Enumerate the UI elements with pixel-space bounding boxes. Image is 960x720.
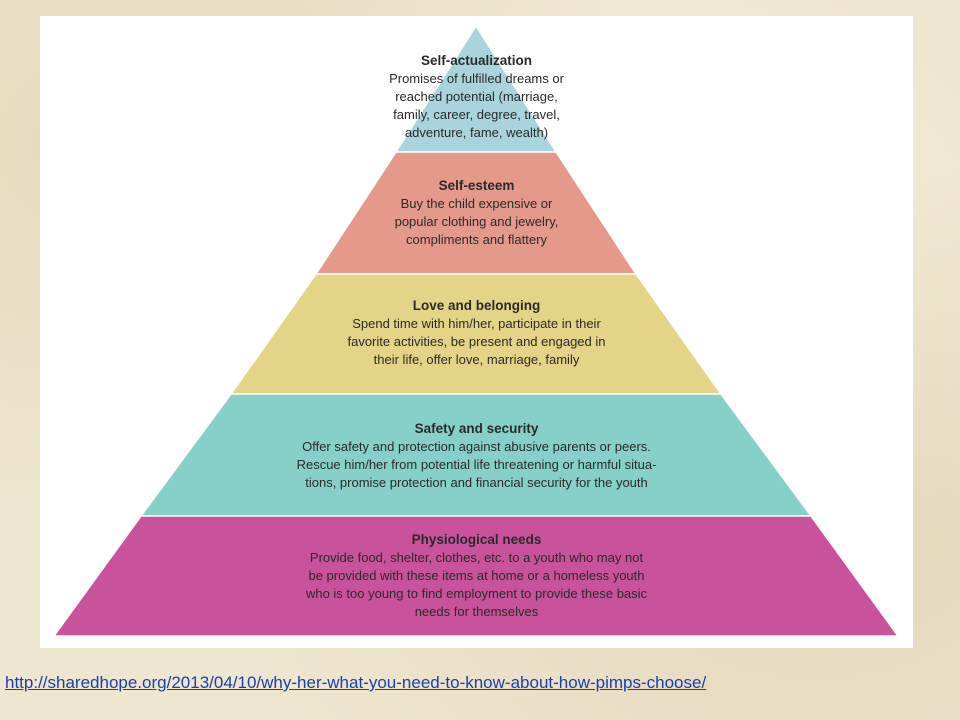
tier-title: Self-esteem bbox=[438, 178, 515, 193]
tier-safety-security-text: Safety and security Offer safety and pro… bbox=[40, 420, 913, 492]
tier-description: Provide food, shelter, clothes, etc. to … bbox=[305, 550, 648, 619]
tier-description: Promises of fulfilled dreams or reached … bbox=[389, 71, 564, 140]
pyramid-diagram bbox=[52, 24, 900, 637]
tier-description: Spend time with him/her, participate in … bbox=[347, 316, 606, 367]
pyramid-panel: Self-actualization Promises of fulfilled… bbox=[40, 16, 913, 648]
tier-title: Safety and security bbox=[414, 421, 539, 436]
tier-physiological-shape bbox=[52, 515, 900, 637]
tier-description: Offer safety and protection against abus… bbox=[296, 439, 657, 490]
tier-title: Love and belonging bbox=[412, 298, 541, 313]
tier-title: Physiological needs bbox=[411, 532, 542, 547]
tier-self-actualization-text: Self-actualization Promises of fulfilled… bbox=[40, 52, 913, 142]
tier-physiological-text: Physiological needs Provide food, shelte… bbox=[40, 531, 913, 621]
tier-title: Self-actualization bbox=[420, 53, 533, 68]
source-link[interactable]: http://sharedhope.org/2013/04/10/why-her… bbox=[5, 673, 707, 692]
tier-description: Buy the child expensive or popular cloth… bbox=[394, 196, 559, 247]
tier-love-belonging-text: Love and belonging Spend time with him/h… bbox=[40, 297, 913, 369]
tier-self-esteem-text: Self-esteem Buy the child expensive or p… bbox=[40, 177, 913, 249]
